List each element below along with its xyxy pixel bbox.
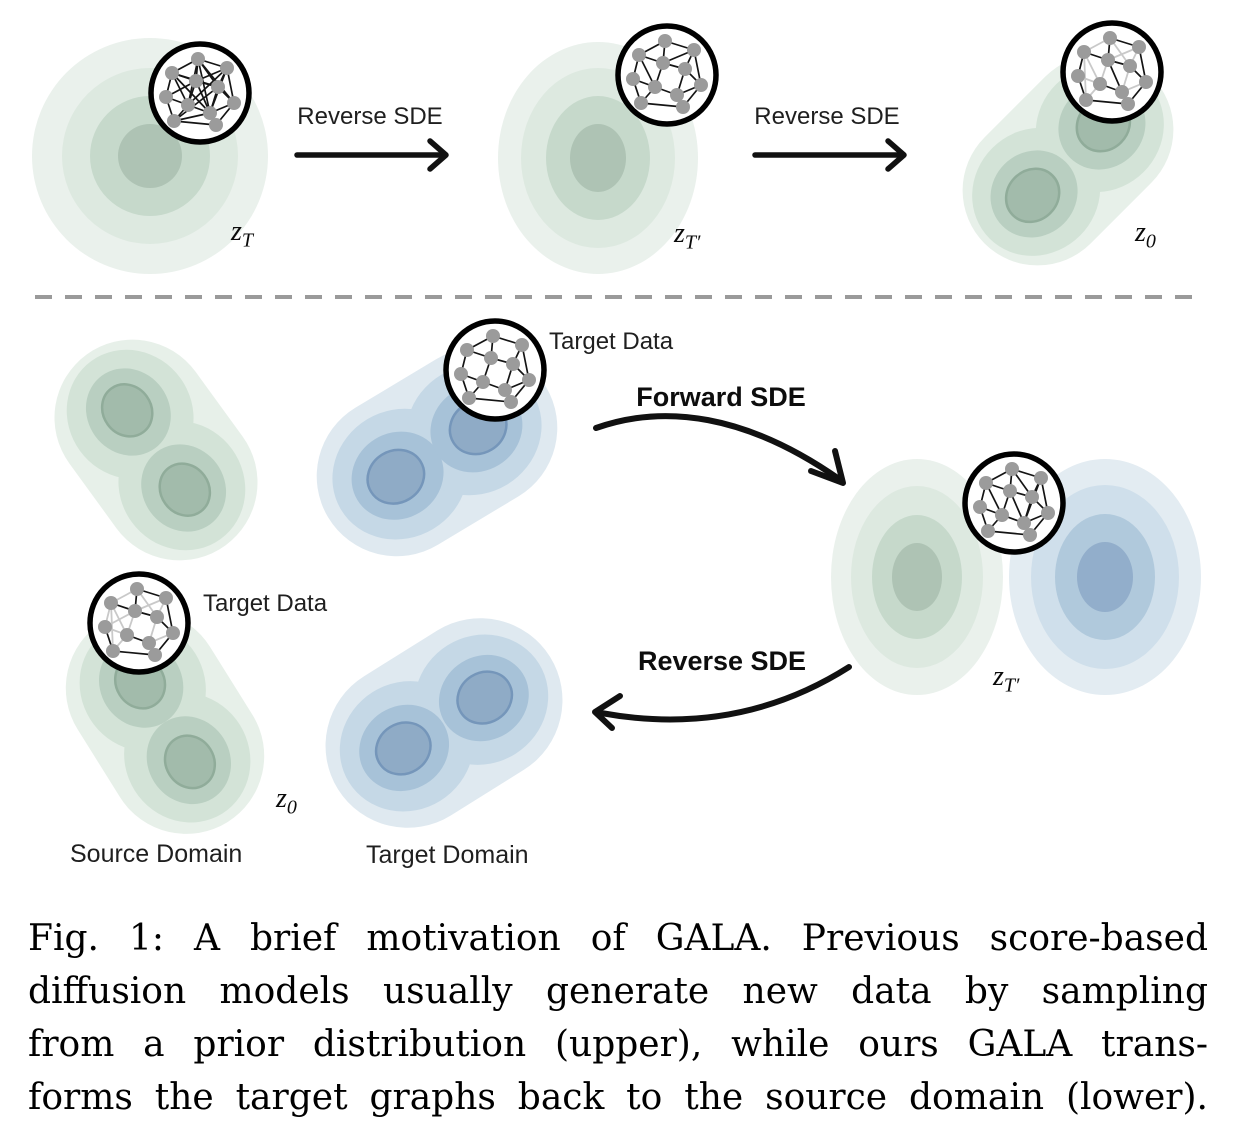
arrow-right-icon xyxy=(752,138,907,172)
caption-line: diffusion models usually generate new da… xyxy=(28,971,1208,1012)
graph-network-icon xyxy=(962,451,1066,555)
graph-network-icon xyxy=(87,571,191,675)
label-z-T-prime-upper: zT′ xyxy=(674,218,701,254)
target-data-label-lower: Target Data xyxy=(203,590,328,617)
forward-sde-label: Forward SDE xyxy=(636,382,806,412)
curved-arrow-left-icon xyxy=(592,664,852,731)
curved-arrow-down-right-icon xyxy=(593,413,846,486)
source-domain-label: Source Domain xyxy=(70,840,243,868)
graph-network-icon xyxy=(443,318,547,422)
graph-network-icon xyxy=(1060,20,1164,124)
caption-line: Fig. 1: A brief motivation of GALA. Prev… xyxy=(28,918,1208,959)
bimodal-blob-source-upper xyxy=(54,339,258,561)
target-domain-label: Target Domain xyxy=(366,841,529,869)
gaussian-blob-noised-green xyxy=(831,459,1003,695)
label-z-0-upper: z0 xyxy=(1135,217,1156,253)
label-z-0-lower: z0 xyxy=(276,783,297,819)
label-z-T-prime-lower: zT′ xyxy=(993,661,1020,697)
figure-caption: Fig. 1: A brief motivation of GALA. Prev… xyxy=(28,912,1208,1124)
label-z-T: zT xyxy=(231,216,254,252)
target-data-label-upper: Target Data xyxy=(549,328,674,355)
graph-network-icon xyxy=(615,23,719,127)
arrow-right-icon xyxy=(294,138,449,172)
figure-canvas xyxy=(32,20,1205,834)
graph-network-icon xyxy=(148,41,252,145)
reverse-sde-label-bold: Reverse SDE xyxy=(637,646,807,676)
caption-line: forms the target graphs back to the sour… xyxy=(28,1077,1208,1118)
reverse-sde-label-1: Reverse SDE xyxy=(297,103,443,130)
caption-line: from a prior distribution (upper), while… xyxy=(28,1024,1208,1065)
reverse-sde-label-2: Reverse SDE xyxy=(754,103,900,130)
bimodal-blob-target-lower xyxy=(325,618,563,828)
